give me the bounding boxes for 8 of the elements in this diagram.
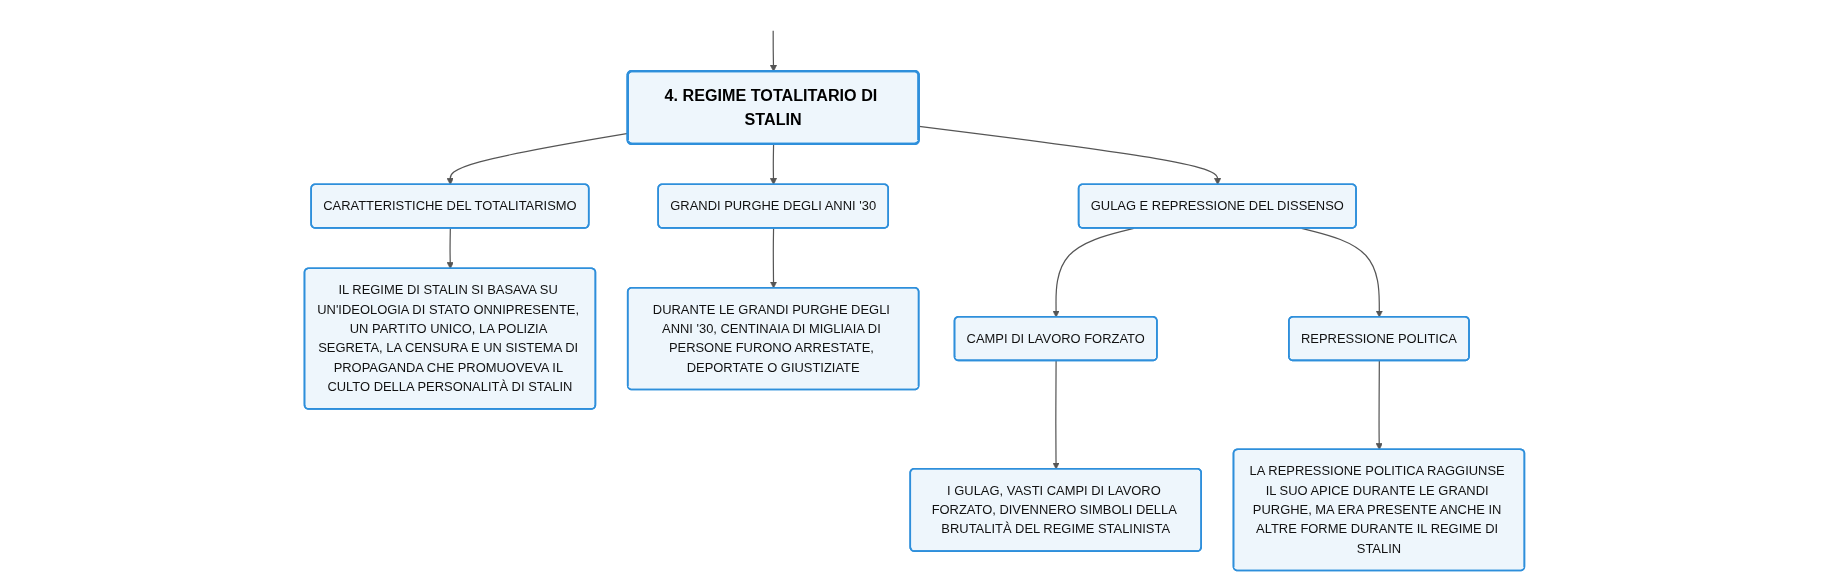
arrow: [1052, 227, 1134, 318]
arrow: [769, 227, 777, 289]
arrow: [1052, 360, 1060, 470]
arrow: [918, 125, 1221, 185]
arrow: [1375, 360, 1383, 451]
arrow: [446, 227, 454, 269]
arrow: [769, 143, 777, 185]
arrow: [769, 30, 777, 72]
